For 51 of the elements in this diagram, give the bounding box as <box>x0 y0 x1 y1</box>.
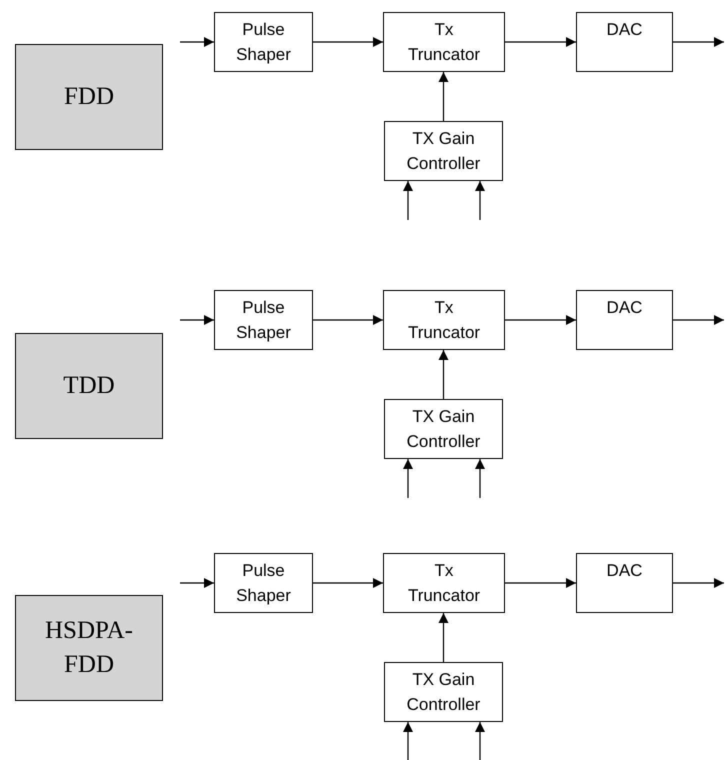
arrow <box>403 459 413 498</box>
box-label: DAC <box>606 560 642 582</box>
box-label: TX Gain Controller <box>406 406 482 453</box>
process-box <box>384 662 503 722</box>
box-label: Pulse Shaper <box>235 19 292 66</box>
arrow <box>313 37 383 47</box>
box-label: HSDPA-FDD <box>44 616 134 680</box>
arrow <box>673 578 724 588</box>
box-label: TDD <box>63 371 115 402</box>
arrow <box>403 181 413 220</box>
arrow <box>180 315 214 325</box>
arrow <box>673 37 724 47</box>
arrow <box>505 37 576 47</box>
box-label: Tx Truncator <box>406 297 482 344</box>
arrow <box>475 181 485 220</box>
process-box <box>384 121 503 181</box>
process-box <box>576 290 673 350</box>
arrow <box>475 722 485 760</box>
arrow <box>180 578 214 588</box>
process-box <box>383 12 505 72</box>
arrow <box>438 72 448 121</box>
box-label: TX Gain Controller <box>406 669 482 716</box>
mode-box <box>15 44 163 150</box>
box-label: Pulse Shaper <box>235 560 292 607</box>
arrow <box>313 315 383 325</box>
arrow <box>438 350 448 399</box>
arrow <box>403 722 413 760</box>
box-label: FDD <box>64 82 114 112</box>
arrow <box>313 578 383 588</box>
arrow <box>438 613 448 662</box>
box-label: TX Gain Controller <box>406 128 482 175</box>
box-label: Tx Truncator <box>406 19 482 66</box>
process-box <box>576 553 673 613</box>
process-box <box>383 290 505 350</box>
mode-box <box>15 333 163 439</box>
arrow <box>673 315 724 325</box>
process-box <box>214 12 313 72</box>
process-box <box>383 553 505 613</box>
process-box <box>214 290 313 350</box>
arrow <box>180 37 214 47</box>
process-box <box>214 553 313 613</box>
box-label: DAC <box>606 297 642 319</box>
box-label: DAC <box>606 19 642 41</box>
box-label: Pulse Shaper <box>235 297 292 344</box>
mode-box <box>15 595 163 701</box>
arrow <box>505 315 576 325</box>
process-box <box>576 12 673 72</box>
arrow <box>505 578 576 588</box>
arrow <box>475 459 485 498</box>
box-label: Tx Truncator <box>406 560 482 607</box>
process-box <box>384 399 503 459</box>
